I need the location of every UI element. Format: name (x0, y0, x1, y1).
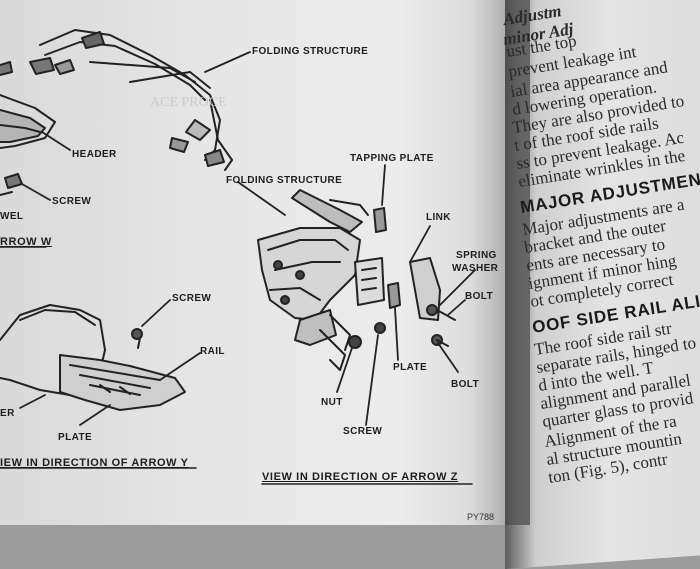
rail-assembly-drawing-left (0, 304, 186, 411)
exploded-view-illustrations (0, 29, 476, 485)
leader-lines (19, 51, 476, 426)
label-plate-right: PLATE (393, 362, 428, 373)
right-page-text: Adjustm minor Adj ust the top prevent le… (502, 1, 700, 487)
book-gutter (470, 0, 530, 525)
label-dowel: WEL (0, 211, 24, 222)
label-spring: SPRING (456, 250, 497, 261)
label-screw-mid: SCREW (172, 293, 212, 304)
caption-arrow-z: VIEW IN DIRECTION OF ARROW Z (262, 471, 459, 483)
label-bolt-upper: BOLT (465, 291, 494, 302)
caption-arrow-y: IEW IN DIRECTION OF ARROW Y (0, 457, 189, 469)
label-folding-structure-right: FOLDING STRUCTURE (226, 175, 343, 186)
label-link: LINK (426, 212, 451, 223)
header-drawing (0, 94, 56, 149)
caption-arrow-w: RROW W (0, 236, 52, 248)
label-screw-top: SCREW (52, 196, 92, 207)
label-ner: ER (0, 408, 15, 419)
label-header: HEADER (72, 149, 117, 160)
exploded-view-arrow-z-drawing (257, 189, 456, 371)
folding-structure-drawing-top (0, 29, 233, 171)
label-nut: NUT (321, 397, 343, 408)
faint-bleed-heading: ACE PROCE (150, 95, 227, 110)
label-rail: RAIL (200, 346, 225, 357)
figure-number: PY788 (467, 512, 495, 522)
label-folding-structure-top: FOLDING STRUCTURE (252, 46, 369, 57)
label-screw-bottom: SCREW (343, 426, 383, 437)
label-tapping-plate: TAPPING PLATE (350, 153, 434, 164)
label-bolt-lower: BOLT (451, 379, 480, 390)
label-washer: WASHER (452, 263, 499, 274)
label-plate-left: PLATE (58, 432, 93, 443)
